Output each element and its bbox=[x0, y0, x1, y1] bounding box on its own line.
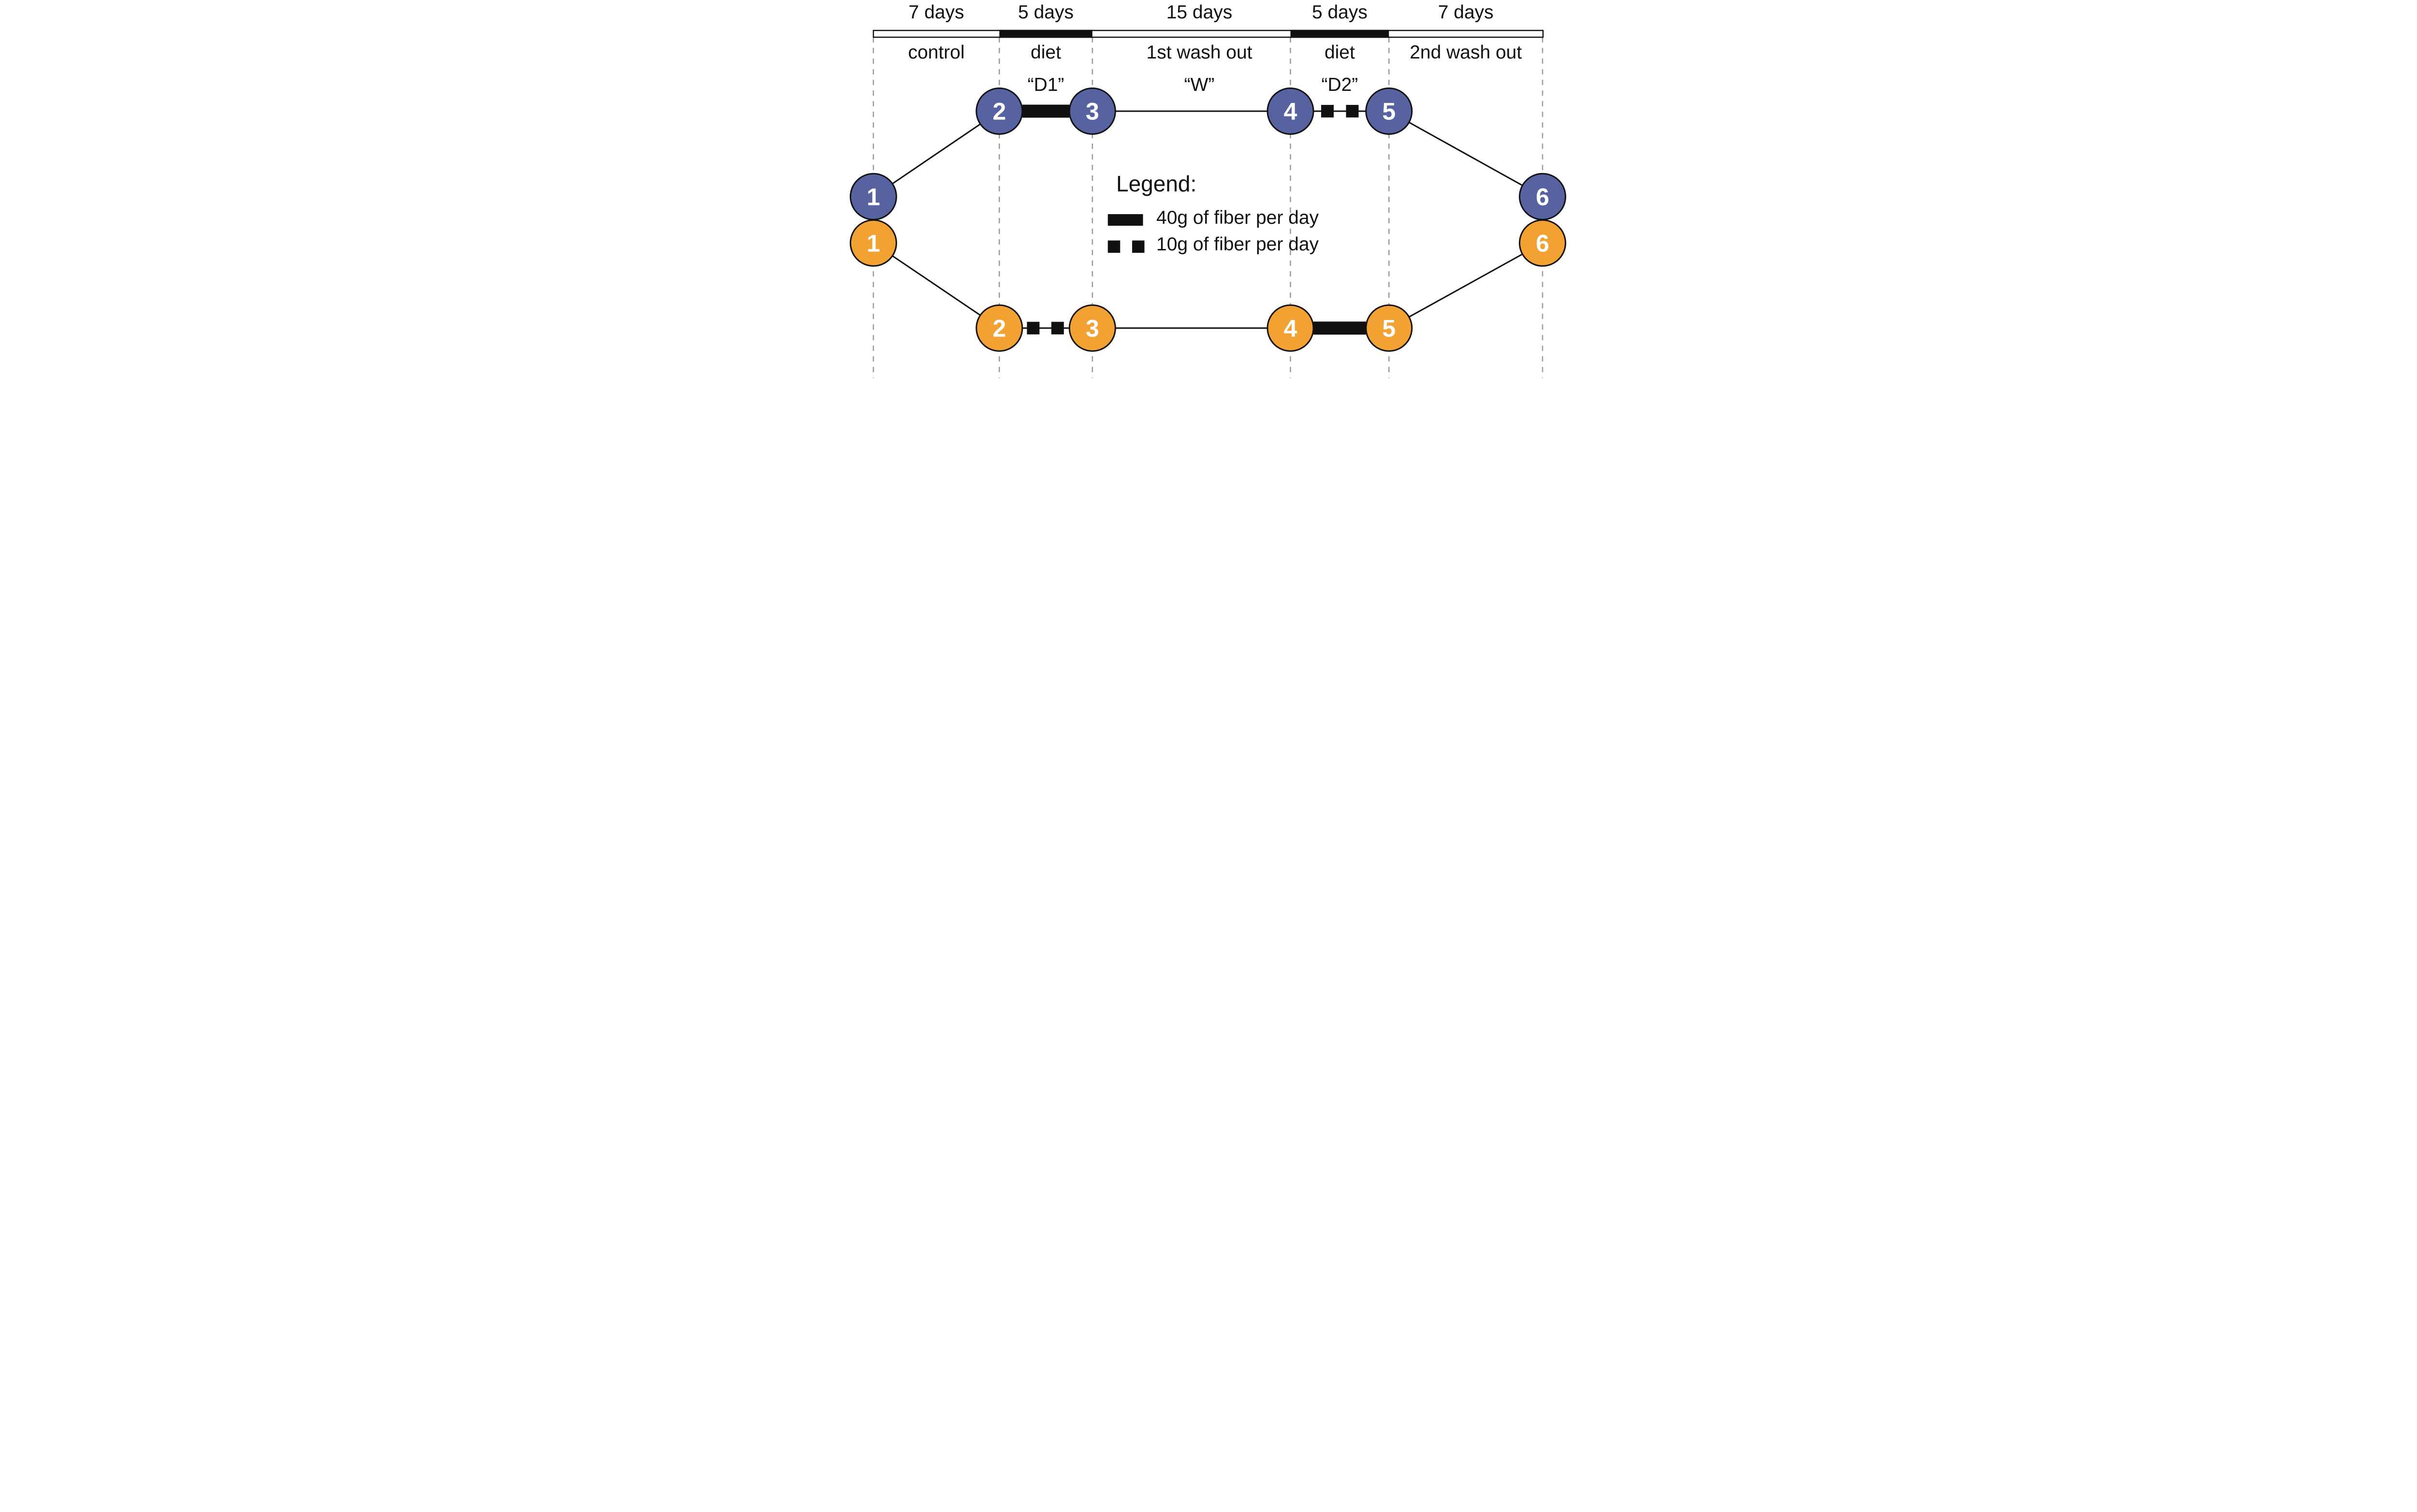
duration-label-diet1: 5 days bbox=[1018, 2, 1074, 23]
blue-node-2 bbox=[976, 87, 1023, 135]
phase-label-control: control bbox=[908, 42, 964, 63]
phase-label-washout1: 1st wash out bbox=[1147, 42, 1252, 63]
orange-node-4-number: 4 bbox=[1284, 315, 1297, 342]
orange-node-3 bbox=[1068, 304, 1116, 352]
timeline-diet2-segment bbox=[1290, 29, 1389, 38]
orange-node-5 bbox=[1365, 304, 1413, 352]
blue-arm-nodes: 1 2 3 4 5 6 bbox=[849, 87, 1566, 220]
blue-connector-1-2 bbox=[873, 110, 1000, 197]
blue-node-5 bbox=[1365, 87, 1413, 135]
orange-node-4 bbox=[1267, 304, 1314, 352]
code-label-d2: “D2” bbox=[1321, 74, 1358, 95]
legend-10g-label: 10g of fiber per day bbox=[1156, 234, 1319, 255]
legend-40g-bar-swatch bbox=[1107, 214, 1143, 226]
blue-node-4-number: 4 bbox=[1284, 98, 1297, 125]
phase-label-washout2: 2nd wash out bbox=[1410, 42, 1522, 63]
legend: Legend: 40g of fiber per day 10g of fibe… bbox=[1107, 171, 1319, 255]
orange-node-6 bbox=[1519, 219, 1566, 267]
orange-node-1 bbox=[849, 219, 897, 267]
duration-label-washout1: 15 days bbox=[1166, 2, 1233, 23]
connectors bbox=[873, 104, 1543, 335]
figure-canvas: 7 days 5 days 15 days 5 days 7 days cont… bbox=[849, 2, 1566, 378]
blue-node-5-number: 5 bbox=[1382, 98, 1396, 125]
duration-label-control: 7 days bbox=[909, 2, 964, 23]
blue-node-1-number: 1 bbox=[867, 183, 880, 210]
blue-node-3 bbox=[1068, 87, 1116, 135]
phase-label-diet1: diet bbox=[1031, 42, 1061, 63]
orange-connector-5-6 bbox=[1388, 242, 1543, 329]
legend-10g-square-swatch-a bbox=[1107, 240, 1121, 253]
blue-10g-square-a bbox=[1321, 105, 1334, 117]
duration-label-diet2: 5 days bbox=[1312, 2, 1368, 23]
legend-10g-square-swatch-b bbox=[1132, 240, 1145, 253]
orange-node-2 bbox=[976, 304, 1023, 352]
legend-title: Legend: bbox=[1116, 171, 1196, 196]
blue-node-4 bbox=[1267, 87, 1314, 135]
legend-40g-label: 40g of fiber per day bbox=[1156, 207, 1319, 228]
orange-node-2-number: 2 bbox=[992, 315, 1006, 342]
blue-connector-5-6 bbox=[1388, 110, 1543, 198]
blue-10g-square-b bbox=[1346, 105, 1359, 117]
timeline-bar bbox=[873, 29, 1544, 38]
timeline-diet1-segment bbox=[999, 29, 1092, 38]
period-code-labels: “D1” “W” “D2” bbox=[1028, 74, 1358, 95]
orange-node-1-number: 1 bbox=[867, 230, 880, 257]
study-design-figure: 7 days 5 days 15 days 5 days 7 days cont… bbox=[848, 0, 1569, 378]
code-label-w: “W” bbox=[1184, 74, 1215, 95]
code-label-d1: “D1” bbox=[1028, 74, 1064, 95]
orange-40g-bar-4-5 bbox=[1313, 321, 1366, 335]
duration-label-washout2: 7 days bbox=[1438, 2, 1494, 23]
blue-node-2-number: 2 bbox=[992, 98, 1006, 125]
orange-node-6-number: 6 bbox=[1536, 230, 1549, 257]
blue-node-3-number: 3 bbox=[1086, 98, 1099, 125]
orange-arm-nodes: 1 2 3 4 5 6 bbox=[849, 219, 1566, 352]
orange-connector-1-2 bbox=[873, 242, 1000, 329]
orange-node-5-number: 5 bbox=[1382, 315, 1396, 342]
duration-labels: 7 days 5 days 15 days 5 days 7 days bbox=[909, 2, 1494, 23]
orange-node-3-number: 3 bbox=[1086, 315, 1099, 342]
blue-node-6-number: 6 bbox=[1536, 183, 1549, 210]
orange-10g-square-a bbox=[1027, 321, 1040, 334]
blue-40g-bar-2-3 bbox=[1022, 104, 1070, 118]
timeline-track bbox=[873, 29, 1544, 38]
phase-labels: control diet 1st wash out diet 2nd wash … bbox=[908, 42, 1522, 63]
phase-label-diet2: diet bbox=[1325, 42, 1355, 63]
orange-10g-square-b bbox=[1051, 321, 1064, 334]
